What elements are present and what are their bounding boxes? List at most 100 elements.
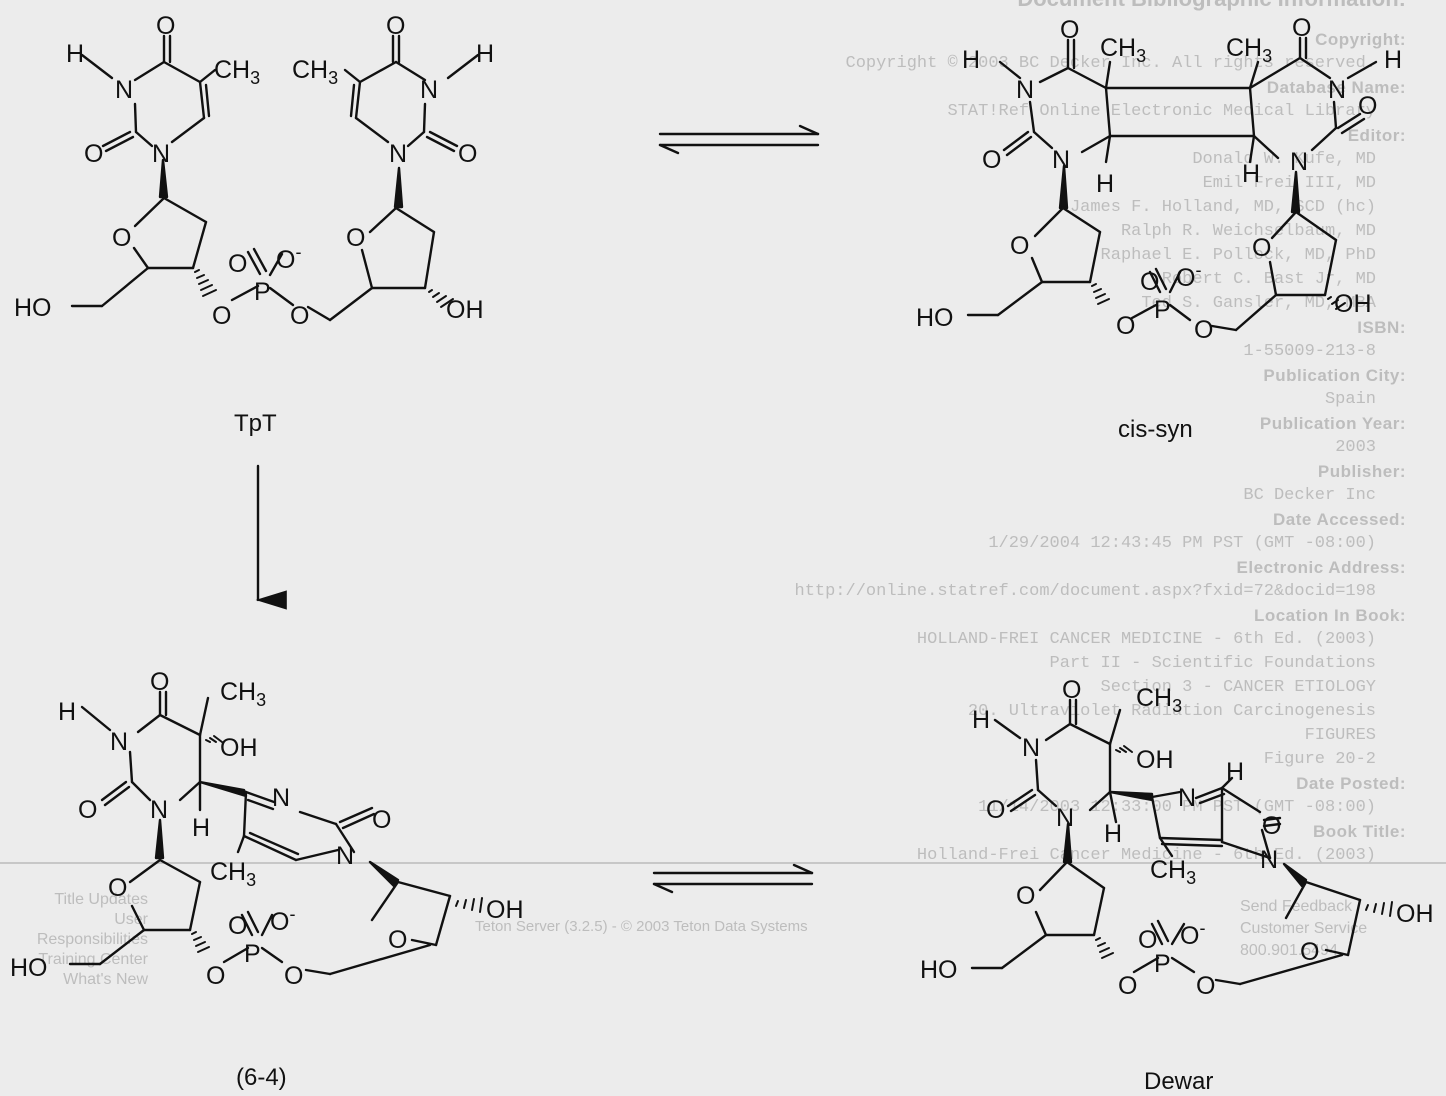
label-tpt: TpT	[234, 410, 277, 437]
label-dewar: Dewar	[1144, 1068, 1214, 1095]
atom-label-o: O	[1196, 972, 1215, 1000]
atom-label-n: N	[1022, 734, 1040, 762]
atom-label-n: N	[272, 784, 290, 812]
atom-label-oh: OH	[1396, 900, 1434, 928]
atom-label-n: N	[1260, 846, 1278, 874]
atom-label-o: O	[1062, 676, 1081, 704]
atom-label-o: O	[986, 796, 1005, 824]
atom-label-h: H	[476, 40, 494, 68]
atom-label-ch3: CH3	[1226, 34, 1272, 66]
atom-label-h: H	[1096, 170, 1114, 198]
atom-label-o: O	[1116, 312, 1135, 340]
atom-label-o: O	[1252, 234, 1271, 262]
atom-label-o: O	[84, 140, 103, 168]
atom-label-oh: OH	[1334, 290, 1372, 318]
atom-label-o: O	[1262, 812, 1281, 840]
atom-label-o: O	[982, 146, 1001, 174]
atom-label-ch3: CH3	[1150, 856, 1196, 888]
atom-label-h: H	[66, 40, 84, 68]
equilibrium-arrow-top	[658, 124, 820, 155]
atom-label-n: N	[150, 796, 168, 824]
atom-label-n: N	[420, 76, 438, 104]
atom-label-n: N	[152, 140, 170, 168]
atom-label-ch3: CH3	[210, 858, 256, 890]
atom-label-o: O	[1016, 882, 1035, 910]
atom-label-n: N	[389, 140, 407, 168]
atom-label-o: O	[156, 12, 175, 40]
equilibrium-arrow-bottom	[652, 863, 814, 894]
atom-label-n: N	[1016, 76, 1034, 104]
atom-label-oh: OH	[486, 896, 524, 924]
atom-label-o: O	[1010, 232, 1029, 260]
atom-label-oh: OH	[1136, 746, 1174, 774]
atom-label-o: O	[1358, 92, 1377, 120]
atom-label-ho: HO	[14, 294, 52, 322]
atom-label-o: O	[290, 302, 309, 330]
atom-label-n: N	[1052, 146, 1070, 174]
atom-label-n: N	[110, 728, 128, 756]
atom-label-o: O	[1292, 14, 1311, 42]
atom-label-ch3: CH3	[1100, 34, 1146, 66]
atom-label-o: O	[212, 302, 231, 330]
atom-label-n: N	[115, 76, 133, 104]
atom-label-o: O	[1300, 938, 1319, 966]
atom-label-o: O	[1060, 16, 1079, 44]
atom-label-p: P	[254, 278, 271, 306]
atom-label-ch3: CH3	[292, 56, 338, 88]
atom-label-o: O	[1118, 972, 1137, 1000]
atom-label-o-minus: O-	[1180, 918, 1205, 950]
atom-label-h: H	[1104, 820, 1122, 848]
atom-label-o: O	[346, 224, 365, 252]
atom-label-p: P	[1154, 296, 1171, 324]
atom-label-n: N	[1056, 804, 1074, 832]
label-six-four: (6-4)	[236, 1064, 287, 1091]
atom-label-oh: OH	[220, 734, 258, 762]
atom-label-o: O	[228, 250, 247, 278]
atom-label-h: H	[58, 698, 76, 726]
atom-label-ch3: CH3	[1136, 684, 1182, 716]
atom-label-o: O	[1138, 926, 1157, 954]
atom-label-p: P	[244, 940, 261, 968]
atom-label-n: N	[1290, 148, 1308, 176]
atom-label-h: H	[1226, 758, 1244, 786]
atom-label-ch3: CH3	[220, 678, 266, 710]
six-four-structure	[68, 690, 483, 976]
atom-label-o: O	[150, 668, 169, 696]
atom-label-o-minus: O-	[276, 242, 301, 274]
cis-syn-structure	[966, 36, 1378, 332]
atom-label-oh: OH	[446, 296, 484, 324]
atom-label-h: H	[1384, 46, 1402, 74]
atom-label-h: H	[1242, 160, 1260, 188]
atom-label-h: H	[962, 46, 980, 74]
atom-label-o: O	[112, 224, 131, 252]
label-cis-syn: cis-syn	[1118, 416, 1193, 443]
atom-label-h: H	[972, 706, 990, 734]
atom-label-o: O	[1194, 316, 1213, 344]
atom-label-o: O	[1140, 268, 1159, 296]
atom-label-o: O	[386, 12, 405, 40]
atom-label-n: N	[336, 842, 354, 870]
atom-label-o: O	[228, 912, 247, 940]
atom-label-o: O	[78, 796, 97, 824]
tpt-structure	[70, 34, 480, 322]
dewar-structure	[970, 698, 1393, 986]
atom-label-o-minus: O-	[1176, 260, 1201, 292]
atom-label-o: O	[108, 874, 127, 902]
atom-label-ch3: CH3	[214, 56, 260, 88]
atom-label-o: O	[388, 926, 407, 954]
atom-label-o: O	[372, 806, 391, 834]
atom-label-n: N	[1328, 76, 1346, 104]
atom-label-p: P	[1154, 950, 1171, 978]
atom-label-o: O	[206, 962, 225, 990]
atom-label-o: O	[284, 962, 303, 990]
atom-label-h: H	[192, 814, 210, 842]
atom-label-o-minus: O-	[270, 904, 295, 936]
atom-label-ho: HO	[10, 954, 48, 982]
atom-label-n: N	[1178, 784, 1196, 812]
atom-label-ho: HO	[920, 956, 958, 984]
atom-label-o: O	[458, 140, 477, 168]
atom-label-ho: HO	[916, 304, 954, 332]
